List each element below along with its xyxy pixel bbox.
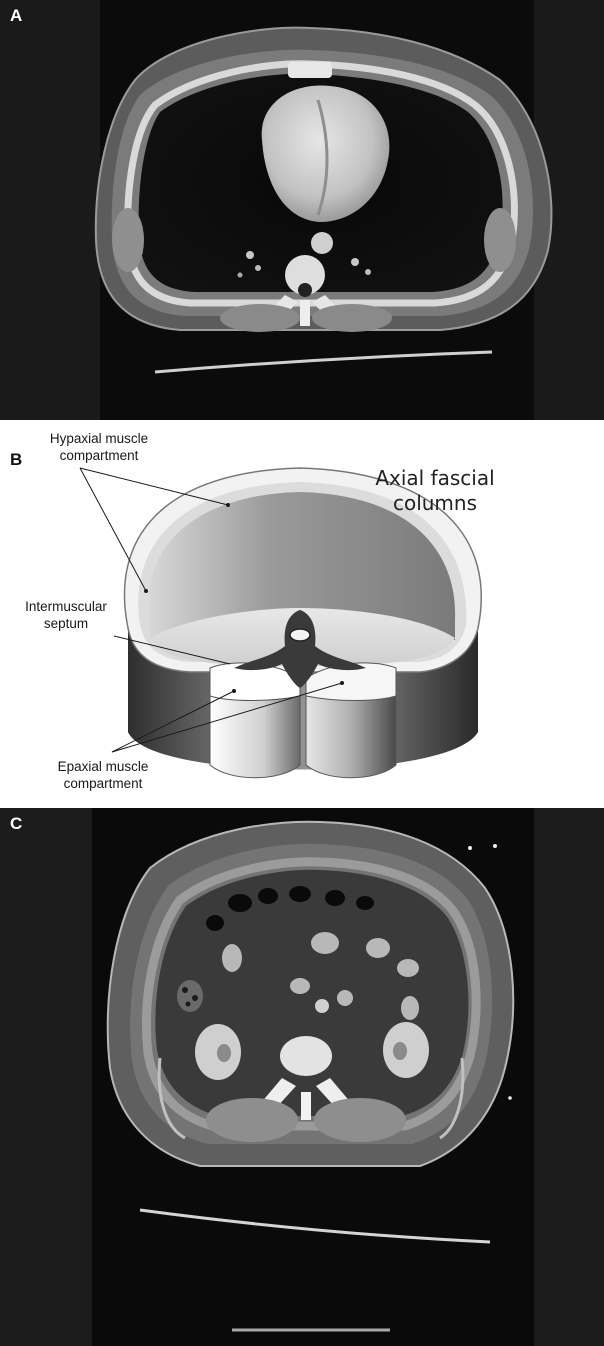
panel-a-letter: A	[10, 6, 22, 26]
hypaxial-line-1: Hypaxial muscle	[24, 430, 174, 447]
septum-label: Intermuscular septum	[8, 598, 124, 632]
epaxial-label: Epaxial muscle compartment	[28, 758, 178, 792]
ct-abdomen-image	[0, 808, 604, 1346]
hypaxial-label: Hypaxial muscle compartment	[24, 430, 174, 464]
epaxial-line-2: compartment	[28, 775, 178, 792]
diagram-title: Axial fascial columns	[350, 466, 520, 516]
title-line-2: columns	[350, 491, 520, 516]
septum-line-1: Intermuscular	[8, 598, 124, 615]
hypaxial-line-2: compartment	[24, 447, 174, 464]
septum-line-2: septum	[8, 615, 124, 632]
title-line-1: Axial fascial	[350, 466, 520, 491]
panel-b-letter: B	[10, 450, 22, 470]
ct-thorax-image	[0, 0, 604, 420]
panel-b-schematic: B Axial fascial columns Hypaxial muscle …	[0, 420, 604, 808]
panel-c-letter: C	[10, 814, 22, 834]
panel-a-ct-thorax: A	[0, 0, 604, 420]
epaxial-line-1: Epaxial muscle	[28, 758, 178, 775]
panel-c-ct-abdomen: C	[0, 808, 604, 1346]
